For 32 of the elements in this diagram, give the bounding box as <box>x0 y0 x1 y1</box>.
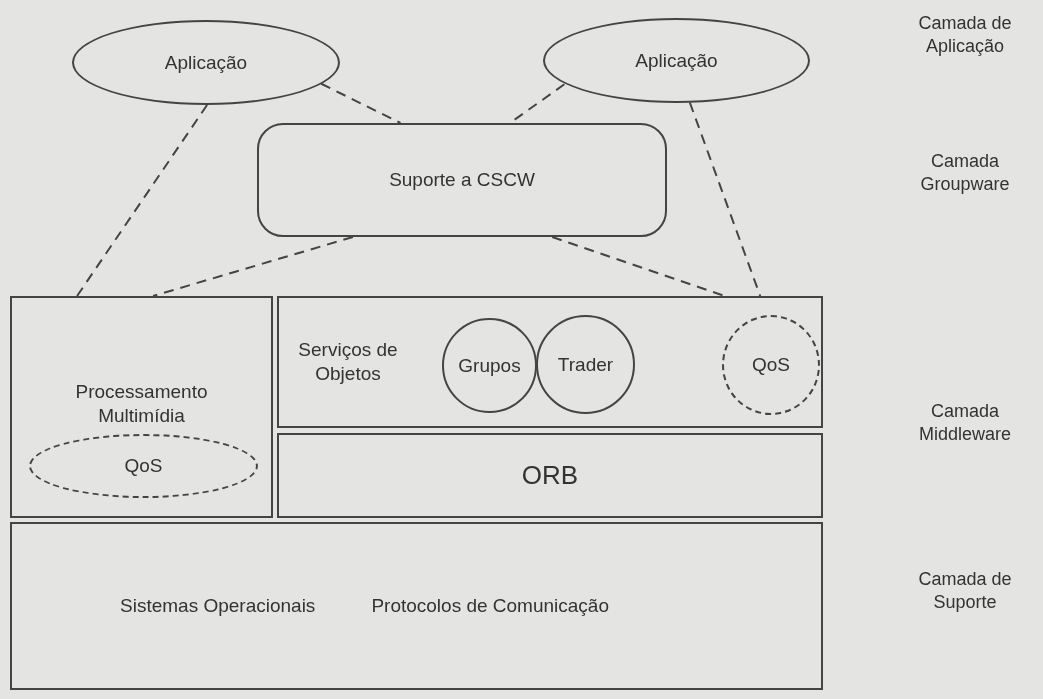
ellipse-node <box>543 18 810 103</box>
node-label: Aplicação <box>164 50 248 75</box>
node-label: Protocolos de Comunicação <box>371 594 609 618</box>
node-label: QoS <box>752 353 790 377</box>
node-label: Aplicação <box>635 48 718 73</box>
layer-label: Camada Middleware <box>917 400 1012 447</box>
dashed-connector <box>76 104 209 297</box>
node-label: Serviços de Objetos <box>297 338 399 386</box>
node-label: Trader <box>557 352 614 377</box>
layer-box <box>10 522 823 690</box>
rounded-box <box>257 123 667 237</box>
circle-node <box>442 318 537 413</box>
dashed-circle-node <box>722 315 820 415</box>
layer-box <box>10 296 273 518</box>
dashed-connector <box>551 236 726 297</box>
layer-label: Camada Groupware <box>919 150 1011 197</box>
node-label: Processamento Multimídia <box>74 380 209 428</box>
dashed-connector <box>152 236 354 297</box>
circle-node <box>536 315 635 414</box>
layer-box <box>277 433 823 518</box>
node-label: ORB <box>521 459 579 492</box>
layer-label: Camada de Suporte <box>917 568 1013 615</box>
dashed-ellipse-node <box>29 434 258 498</box>
node-label: QoS <box>124 454 163 478</box>
node-label: Grupos <box>458 353 521 378</box>
dashed-connector <box>688 101 762 297</box>
dashed-connector <box>320 82 402 124</box>
layer-label: Camada de Aplicação <box>917 12 1013 59</box>
node-label: Sistemas Operacionais <box>120 594 316 618</box>
ellipse-node <box>72 20 340 105</box>
node-label: Suporte a CSCW <box>389 168 535 192</box>
layer-box <box>277 296 823 428</box>
